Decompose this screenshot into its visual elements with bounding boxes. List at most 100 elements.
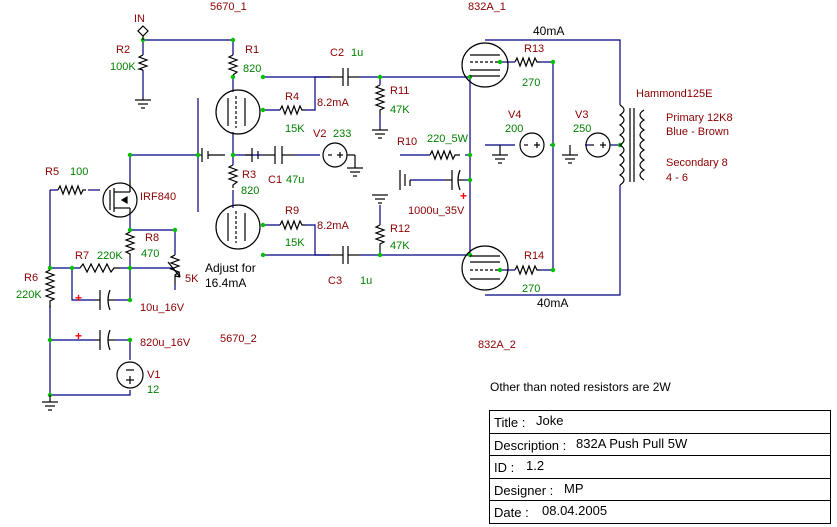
resistor-r12 [374, 224, 386, 250]
resistor-r3 [227, 164, 239, 188]
r6-ref: R6 [24, 272, 38, 284]
battery-cell-right [245, 148, 259, 162]
pot-note-line-1: Adjust for [205, 261, 256, 275]
date-row: Date : 08.04.2005 [490, 501, 830, 524]
resistor-r8 [124, 231, 136, 258]
designer-row: Designer : MP [490, 479, 830, 502]
r5-ref: R5 [45, 166, 59, 178]
id-row: ID : 1.2 [490, 456, 830, 479]
r10-value: 220_5W [427, 133, 469, 145]
capacitor-1000u [445, 169, 465, 191]
battery-cell-r10 [399, 170, 406, 190]
c3-value: 1u [360, 275, 372, 287]
tube-label-832a-2: 832A_2 [478, 339, 516, 351]
r8-ref: R8 [145, 232, 159, 244]
battery-cell-left [201, 148, 225, 162]
c10u-value: 10u_16V [140, 302, 185, 314]
r9-ref: R9 [285, 205, 299, 217]
r8-value: 470 [141, 248, 159, 260]
resistor-note: Other than noted resistors are 2W [490, 380, 671, 394]
junction-nodes [47, 37, 623, 398]
designer-value: MP [564, 480, 584, 496]
transformer-hammond [618, 104, 646, 186]
r2-ref: R2 [116, 44, 130, 56]
current-bottom-output: 40mA [537, 296, 568, 310]
transformer-secondary: Secondary 8 [666, 157, 728, 169]
c2-ref: C2 [330, 47, 344, 59]
r14-ref: R14 [524, 250, 544, 262]
v1-value: 12 [147, 384, 159, 396]
c3-ref: C3 [328, 275, 342, 287]
source-v4 [519, 132, 545, 158]
resistor-r9 [279, 219, 305, 231]
title-row: Title : Joke [490, 411, 830, 434]
transformer-name: Hammond125E [636, 88, 712, 100]
current-top-output: 40mA [533, 24, 564, 38]
resistor-r5 [57, 184, 86, 196]
resistor-r13 [514, 56, 540, 68]
resistor-r4 [279, 104, 305, 116]
potentiometer-5k[interactable] [169, 254, 181, 285]
r6-value: 220K [16, 289, 42, 301]
r11-ref: R11 [390, 85, 409, 97]
resistor-r10 [429, 149, 460, 161]
resistor-r14 [514, 264, 540, 276]
date-value: 08.04.2005 [542, 503, 608, 519]
r4-value: 15K [285, 123, 305, 135]
date-key: Date : [494, 505, 529, 521]
id-key: ID : [494, 460, 515, 476]
c1-ref: C1 [268, 174, 282, 186]
resistor-r1 [227, 54, 239, 76]
r10-ref: R10 [397, 136, 417, 148]
v1-ref: V1 [147, 369, 160, 381]
transformer-primary: Primary 12K8 [666, 112, 733, 124]
capacitor-c3 [330, 246, 360, 264]
r11-value: 47K [390, 104, 410, 116]
tube-832a-bottom [461, 245, 509, 291]
capacitor-10u [95, 289, 115, 311]
tube-832a-top [461, 42, 509, 88]
v2-value: 233 [333, 128, 351, 140]
source-v3 [585, 132, 611, 158]
transformer-primary-wires: Blue - Brown [666, 126, 729, 138]
input-port-icon[interactable] [137, 25, 149, 37]
tube-5670-bottom [215, 204, 261, 250]
r3-value: 820 [241, 185, 259, 197]
v3-value: 250 [573, 123, 591, 135]
v3-ref: V3 [575, 109, 588, 121]
input-label: IN [134, 13, 145, 25]
capacitor-c1 [262, 146, 295, 164]
resistor-r6 [44, 269, 56, 308]
r2-value: 100K [110, 61, 136, 73]
resistor-r11 [374, 84, 386, 115]
r9-value: 15K [285, 237, 305, 249]
transformer-secondary-wires: 4 - 6 [666, 172, 688, 184]
mosfet-irf840 [102, 180, 138, 218]
resistor-r7 [79, 262, 120, 274]
ground-icon [42, 98, 578, 411]
v4-ref: V4 [508, 109, 521, 121]
title-key: Title : [494, 415, 526, 430]
r13-ref: R13 [524, 43, 544, 55]
tube-label-5670-2: 5670_2 [220, 333, 257, 345]
v2-ref: V2 [313, 128, 326, 140]
r5-value: 100 [70, 166, 88, 178]
tube-label-832a-1: 832A_1 [468, 1, 506, 13]
description-key: Description : [494, 437, 567, 453]
r14-value: 270 [522, 283, 540, 295]
designer-key: Designer : [494, 482, 554, 498]
v4-value: 200 [505, 123, 523, 135]
c820u-value: 820u_16V [140, 337, 191, 349]
r13-value: 270 [522, 77, 540, 89]
capacitor-c2 [330, 68, 360, 86]
tube-label-5670-1: 5670_1 [210, 1, 247, 13]
title-block: Title : Joke Description : 832A Push Pul… [489, 410, 831, 524]
mosfet-label: IRF840 [140, 191, 176, 203]
r12-ref: R12 [390, 223, 410, 235]
r4-ref: R4 [285, 91, 299, 103]
resistor-r2 [136, 54, 149, 71]
capacitor-820u [95, 329, 115, 351]
id-value: 1.2 [526, 458, 545, 474]
r1-value: 820 [243, 63, 261, 75]
